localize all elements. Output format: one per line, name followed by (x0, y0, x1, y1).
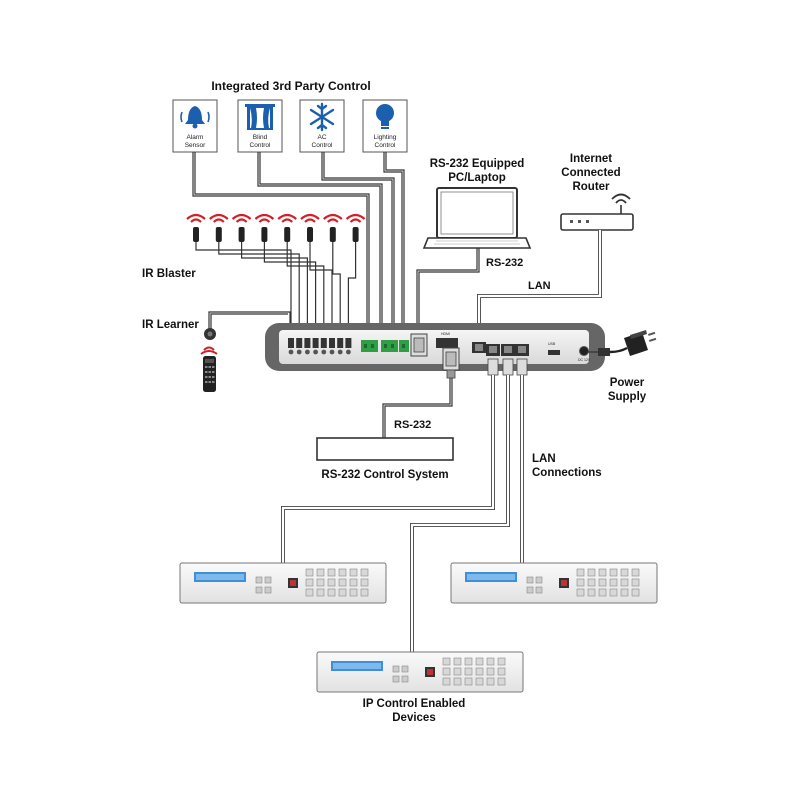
laptop-icon (422, 187, 532, 249)
control-icon-alarm: Alarm Sensor (172, 99, 218, 153)
ip-device-2 (450, 562, 658, 604)
snowflake-icon (309, 102, 335, 132)
alarm-label-1: Alarm (187, 134, 204, 141)
lan-conn-label-2: Connections (532, 467, 602, 479)
lan-port-3 (515, 344, 529, 376)
ir-learner-label: IR Learner (142, 319, 199, 331)
power-label-2: Supply (608, 391, 647, 403)
ir-blasters (186, 213, 366, 338)
lan-port-1 (486, 344, 500, 376)
blind-label-1: Blind (253, 134, 268, 141)
ip-devices-label-2: Devices (392, 712, 435, 724)
control-icon-ac: AC Control (299, 99, 345, 153)
control-icon-lighting: Lighting Control (362, 99, 408, 153)
svg-text:HDMI: HDMI (441, 332, 450, 336)
ip-devices-label-1: IP Control Enabled (363, 698, 466, 710)
router-icon (560, 193, 634, 231)
power-label-1: Power (610, 377, 645, 389)
rs232-control-system (316, 437, 454, 461)
terminal-block-mid (381, 340, 398, 352)
ir-blaster-7 (323, 213, 343, 338)
rs232-system-label: RS-232 Control System (321, 469, 448, 481)
power-jack (579, 346, 589, 356)
rs232-pc-label-1: RS-232 Equipped (430, 158, 525, 170)
ir-ports (288, 338, 352, 355)
ir-blaster-5 (277, 213, 325, 338)
ir-blaster-4 (254, 213, 317, 338)
ir-blaster-2 (209, 213, 300, 338)
control-icon-blind: Blind Control (237, 99, 283, 153)
ir-port-8 (345, 338, 352, 348)
ac-label-2: Control (312, 142, 334, 149)
ac-label-1: AC (317, 134, 326, 141)
lan-ports (486, 344, 529, 376)
svg-text:USB: USB (548, 342, 556, 346)
ir-port-7 (337, 338, 344, 348)
usb-port (548, 350, 560, 355)
svg-text:DC 12V: DC 12V (578, 358, 591, 362)
ip-device-1 (179, 562, 387, 604)
lighting-label-2: Control (375, 142, 397, 149)
ir-blaster-label: IR Blaster (142, 268, 196, 280)
ir-port-6 (329, 338, 335, 348)
third-party-title: Integrated 3rd Party Control (211, 79, 370, 93)
power-adapter-icon (624, 330, 657, 356)
wifi-signal-icon (611, 193, 631, 204)
router-label-2: Connected (561, 167, 620, 179)
ir-port-3 (304, 338, 311, 348)
lan-port-2 (501, 344, 515, 376)
ip-device-3 (316, 651, 524, 693)
ir-blaster-6 (300, 213, 333, 338)
blind-window-icon (245, 104, 275, 130)
router-label-1: Internet (570, 153, 612, 165)
ip-devices (179, 562, 658, 693)
rs232-top-label: RS-232 (486, 257, 523, 269)
ir-port-4 (312, 338, 319, 348)
lan-top-label: LAN (528, 280, 551, 292)
lan-port-main (472, 342, 486, 353)
lan-conn-label-1: LAN (532, 453, 556, 465)
rs232-bottom-label: RS-232 (394, 419, 431, 431)
ir-remote (200, 346, 218, 392)
light-bulb-icon (376, 104, 394, 129)
control-hub: HDMI USB DC 12V (265, 323, 605, 376)
control-wires (192, 152, 405, 340)
rs232-pc-label-2: PC/Laptop (448, 172, 506, 184)
ir-blaster-1 (186, 213, 292, 338)
router-label-3: Router (572, 181, 610, 193)
ir-blaster-8 (345, 213, 366, 338)
lan-cables (281, 375, 524, 652)
ir-port-1 (288, 338, 294, 348)
rs232-connector-bottom (442, 347, 460, 379)
ir-port-2 (296, 338, 303, 348)
alarm-bell-icon (180, 106, 210, 129)
terminal-block-left (361, 340, 378, 352)
alarm-label-2: Sensor (185, 142, 206, 149)
blind-label-2: Control (250, 142, 272, 149)
ir-port-5 (320, 338, 327, 348)
lighting-label-1: Lighting (374, 134, 397, 141)
ir-blaster-3 (231, 213, 308, 338)
